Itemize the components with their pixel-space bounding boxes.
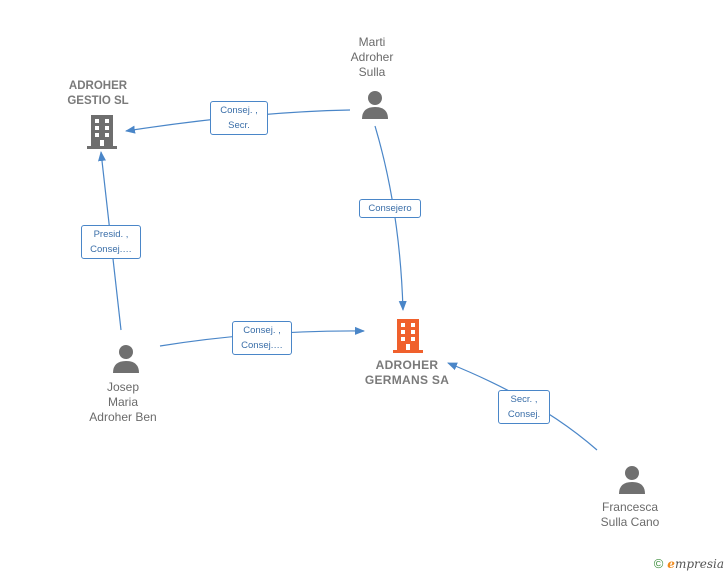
edge-label-josep-germans[interactable]: Consej. , Consej.… bbox=[232, 321, 292, 355]
brand-logo: empresia bbox=[667, 556, 724, 571]
footer-brand[interactable]: © empresia bbox=[654, 556, 724, 571]
edge-label-marti-gestio[interactable]: Consej. , Secr. bbox=[210, 101, 268, 135]
edge-label-francesca-germans[interactable]: Secr. , Consej. bbox=[498, 390, 550, 424]
building-icon[interactable] bbox=[391, 318, 425, 354]
person-label-francesca[interactable]: Francesca Sulla Cano bbox=[600, 500, 660, 529]
company-label-adroher-gestio[interactable]: ADROHER GESTIO SL bbox=[67, 80, 129, 107]
person-label-marti[interactable]: Marti Adroher Sulla bbox=[350, 35, 394, 79]
building-icon[interactable] bbox=[86, 114, 118, 150]
edge-label-josep-gestio[interactable]: Presid. , Consej.… bbox=[81, 225, 141, 259]
person-icon[interactable] bbox=[360, 90, 390, 120]
company-label-adroher-germans[interactable]: ADROHER GERMANS SA bbox=[364, 358, 450, 387]
person-label-josep[interactable]: Josep Maria Adroher Ben bbox=[89, 380, 157, 424]
copyright-icon: © bbox=[653, 556, 664, 571]
edge-marti-germans bbox=[374, 125, 407, 311]
edge-label-marti-germans[interactable]: Consejero bbox=[359, 199, 421, 218]
person-icon[interactable] bbox=[111, 344, 141, 374]
person-icon[interactable] bbox=[617, 465, 647, 495]
